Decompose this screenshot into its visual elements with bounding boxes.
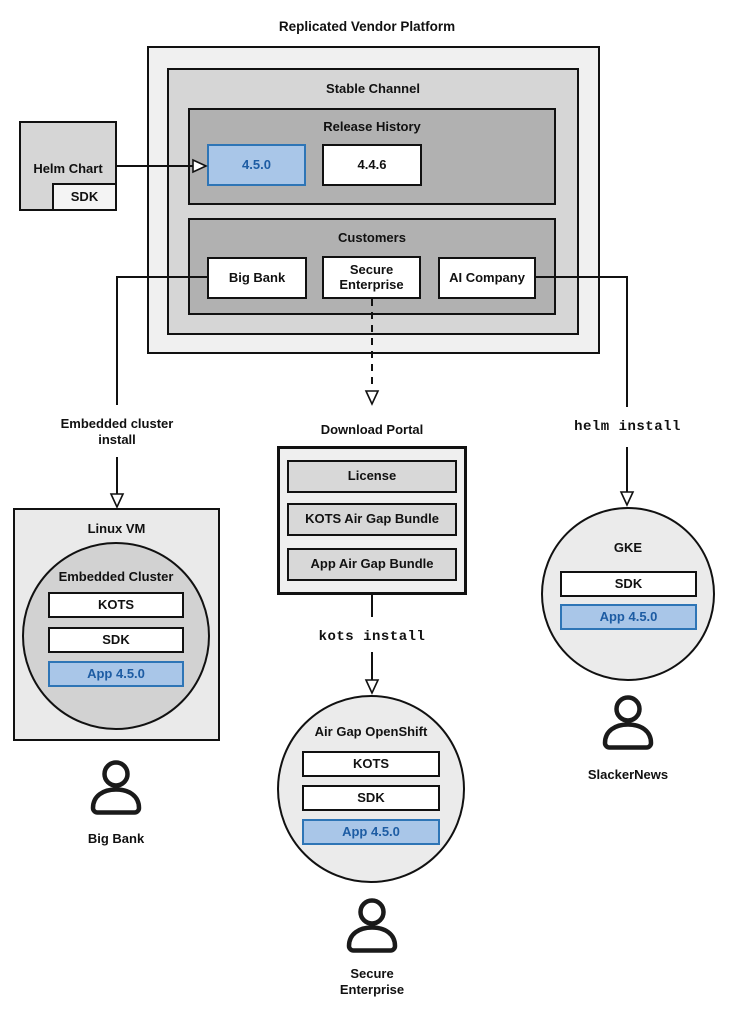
airgap-component-app: App 4.5.0 <box>302 819 440 845</box>
airgap-openshift-label: Air Gap OpenShift <box>314 724 428 739</box>
helm-chart-sdk-badge: SDK <box>52 183 117 211</box>
gke-label: GKE <box>613 540 643 555</box>
customer-big-bank: Big Bank <box>207 257 307 299</box>
arrowhead-down-linux-vm <box>109 493 125 509</box>
customer-secure-enterprise-label: Secure Enterprise <box>339 261 404 292</box>
arrowhead-down-portal <box>364 390 380 406</box>
release-version-446: 4.4.6 <box>322 144 422 186</box>
portal-item-license: License <box>287 460 457 493</box>
slackernews-person-icon <box>602 695 654 750</box>
kots-install-command: kots install <box>318 629 426 645</box>
gke-component-app: App 4.5.0 <box>560 604 697 630</box>
release-history-label: Release History <box>323 119 421 134</box>
embedded-component-sdk: SDK <box>48 627 184 653</box>
arrowhead-down-gke <box>619 491 635 507</box>
customer-ai-company: AI Company <box>438 257 536 299</box>
gke-component-sdk: SDK <box>560 571 697 597</box>
arrowhead-down-openshift <box>364 679 380 695</box>
customers-label: Customers <box>338 230 406 245</box>
secure-enterprise-user-text: Secure Enterprise <box>339 966 405 997</box>
embedded-install-arrow-label: Embedded cluster install <box>60 416 174 447</box>
secure-enterprise-person-icon <box>346 898 398 953</box>
download-portal-label: Download Portal <box>320 422 424 437</box>
release-version-450: 4.5.0 <box>207 144 306 186</box>
helm-chart-label: Helm Chart <box>33 161 103 176</box>
linux-vm-label: Linux VM <box>87 521 146 536</box>
airgap-component-kots: KOTS <box>302 751 440 777</box>
embedded-cluster-label: Embedded Cluster <box>58 569 174 584</box>
portal-item-kots-airgap-bundle: KOTS Air Gap Bundle <box>287 503 457 536</box>
helm-install-command: helm install <box>574 419 681 435</box>
secure-enterprise-user-label: Secure Enterprise <box>311 966 433 997</box>
big-bank-person-icon <box>90 760 142 815</box>
slackernews-user-label: SlackerNews <box>587 767 669 782</box>
airgap-component-sdk: SDK <box>302 785 440 811</box>
stable-channel-label: Stable Channel <box>326 81 420 96</box>
embedded-component-kots: KOTS <box>48 592 184 618</box>
portal-item-app-airgap-bundle: App Air Gap Bundle <box>287 548 457 581</box>
diagram-title: Replicated Vendor Platform <box>278 19 456 34</box>
big-bank-user-label: Big Bank <box>87 831 145 846</box>
embedded-component-app: App 4.5.0 <box>48 661 184 687</box>
customer-secure-enterprise: Secure Enterprise <box>322 256 421 299</box>
